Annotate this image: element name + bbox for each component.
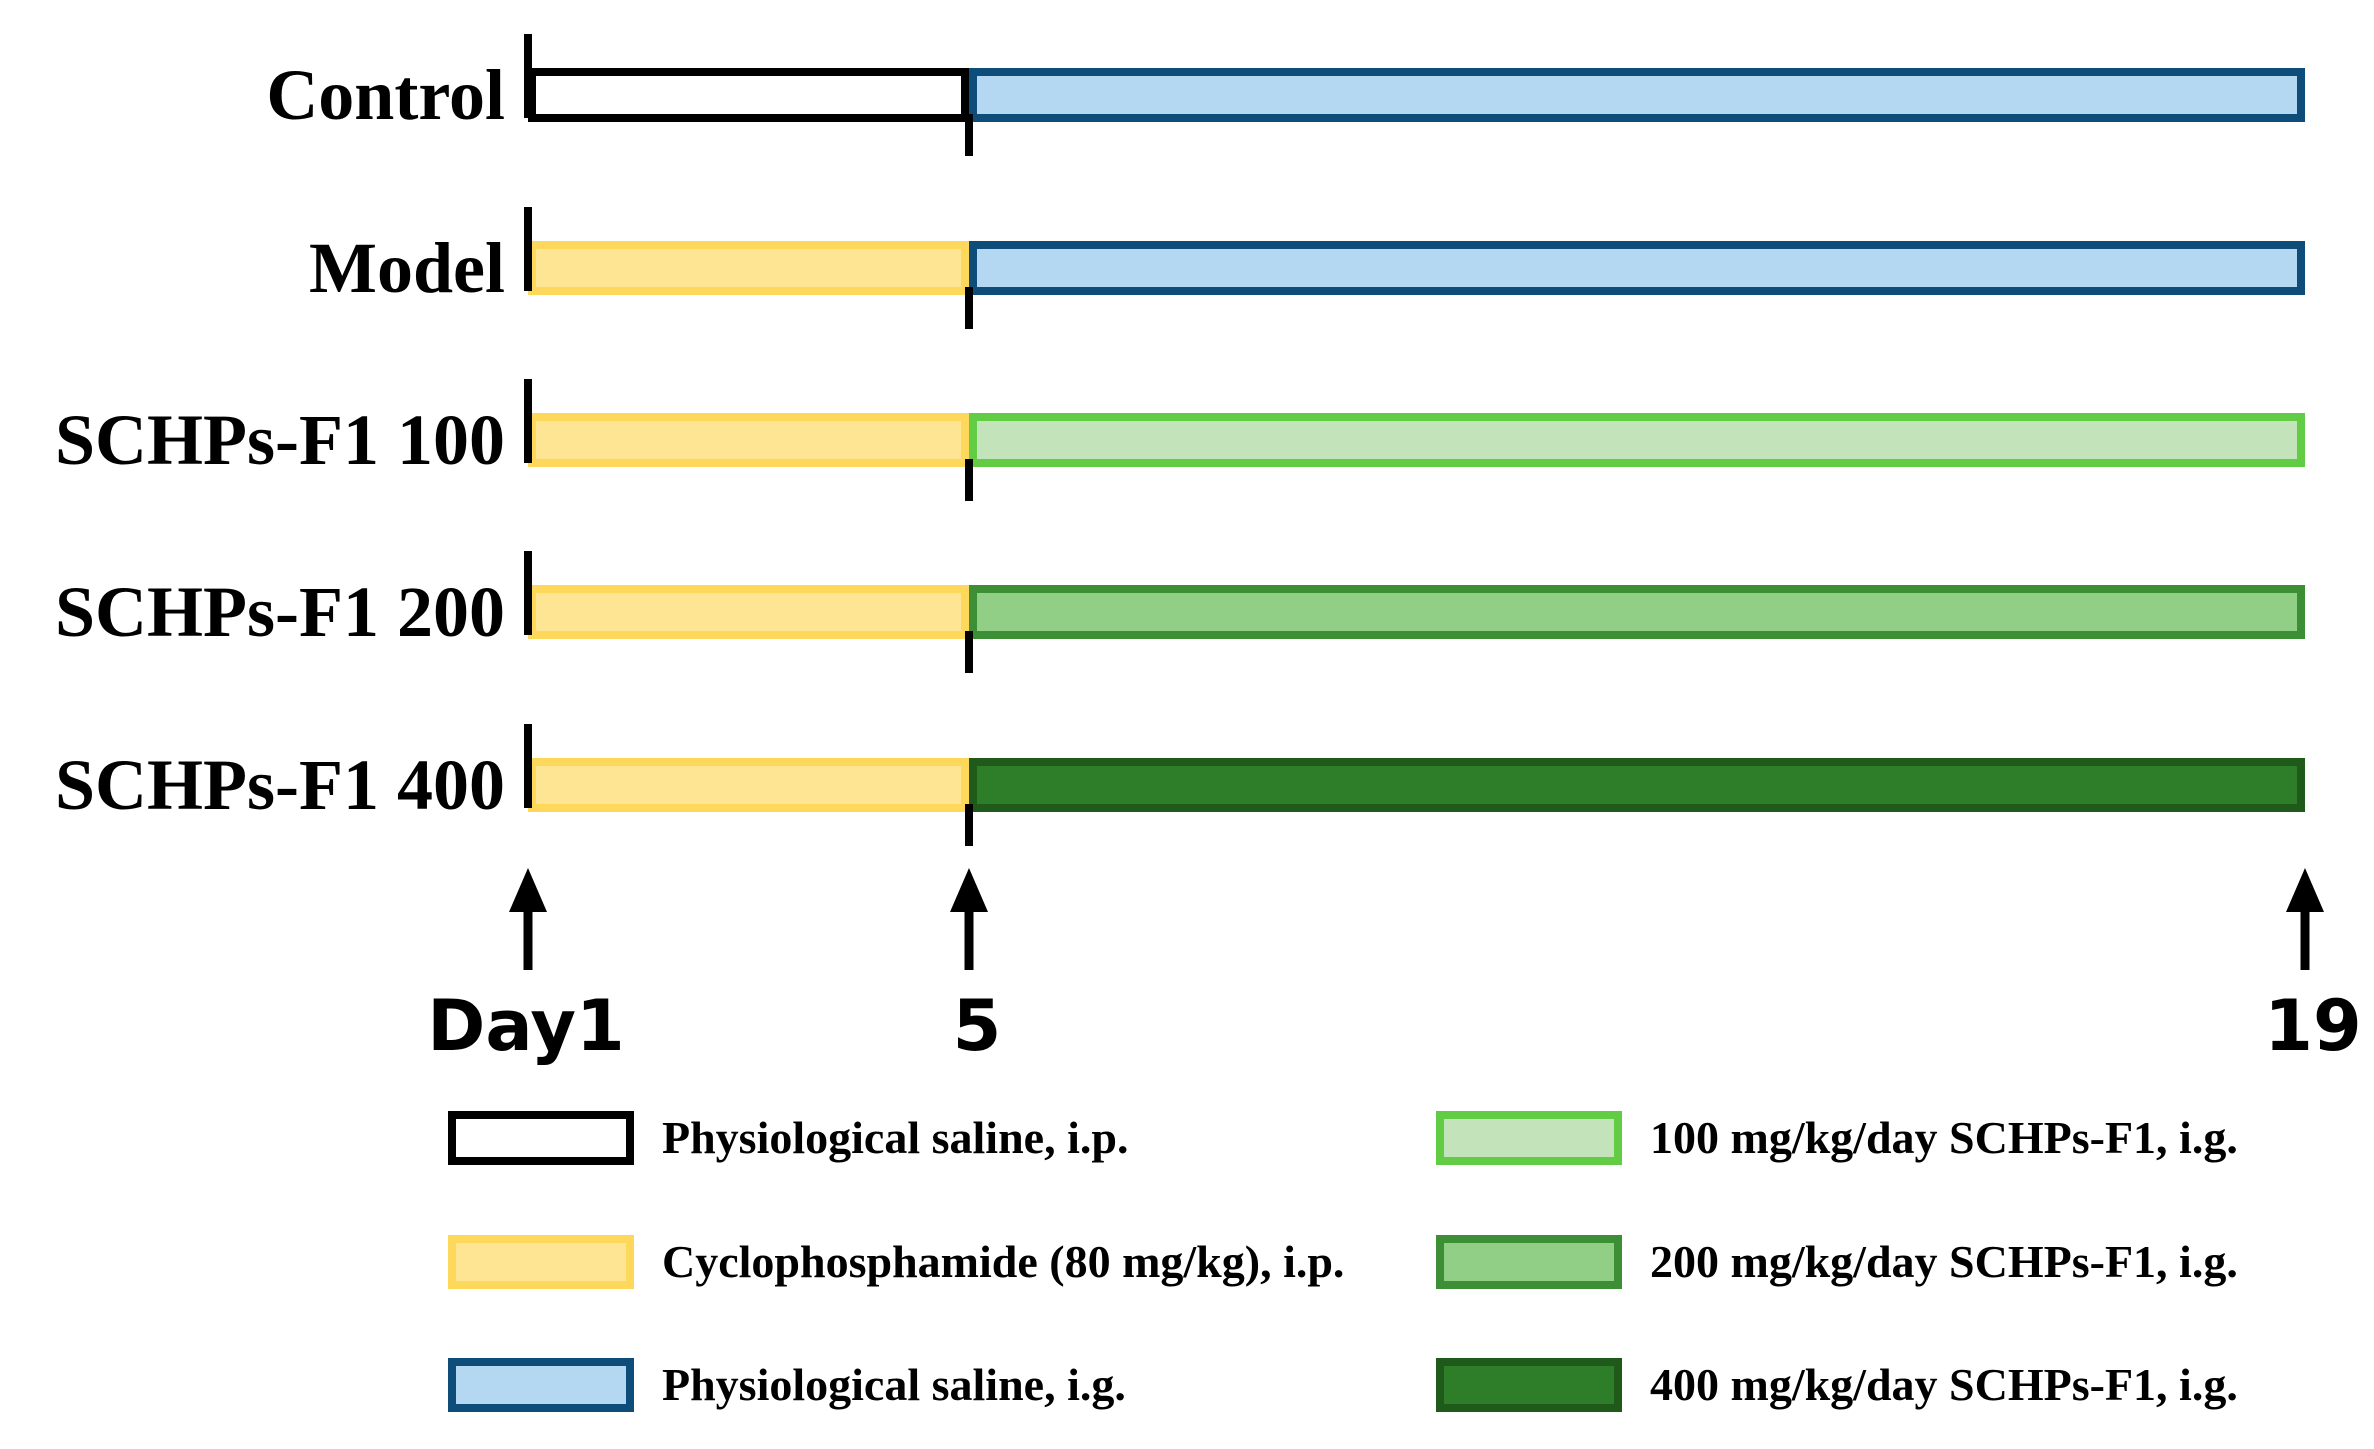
- legend-item-schps-200: 200 mg/kg/day SCHPs-F1, i.g.: [1436, 1235, 2238, 1289]
- group-row-schps-f1-200: SCHPs-F1 200: [55, 551, 2305, 673]
- legend-item-saline-ig: Physiological saline, i.g.: [448, 1358, 1126, 1412]
- phase1-bar: [528, 68, 969, 122]
- day-label: Day1: [427, 985, 625, 1067]
- phase1-bar: [528, 241, 969, 295]
- group-label: SCHPs-F1 100: [55, 400, 505, 480]
- phase2-bar: [969, 758, 2305, 812]
- phase2-bar: [969, 68, 2305, 122]
- day-marker-19: 19: [2264, 868, 2362, 1067]
- arrow-up-icon: [509, 868, 547, 912]
- legend-item-schps-100: 100 mg/kg/day SCHPs-F1, i.g.: [1436, 1111, 2238, 1165]
- phase2-bar: [969, 585, 2305, 639]
- group-label: SCHPs-F1 200: [55, 572, 505, 652]
- group-label: Control: [266, 55, 505, 135]
- phase1-bar: [528, 585, 969, 639]
- day-marker-1: Day1: [427, 868, 625, 1067]
- legend-label: 200 mg/kg/day SCHPs-F1, i.g.: [1650, 1236, 2238, 1287]
- day-markers: Day1 5 19: [427, 868, 2362, 1067]
- group-row-control: Control: [266, 34, 2305, 156]
- phase1-bar: [528, 758, 969, 812]
- group-label: SCHPs-F1 400: [55, 745, 505, 825]
- day-marker-5: 5: [950, 868, 1001, 1067]
- legend: Physiological saline, i.p. Cyclophosphami…: [448, 1111, 2238, 1412]
- legend-swatch: [448, 1111, 634, 1165]
- legend-label: Physiological saline, i.p.: [662, 1112, 1128, 1163]
- legend-swatch: [448, 1358, 634, 1412]
- phase1-bar: [528, 413, 969, 467]
- group-row-model: Model: [309, 207, 2305, 329]
- arrow-up-icon: [2286, 868, 2324, 912]
- legend-swatch: [1436, 1235, 1622, 1289]
- legend-item-schps-400: 400 mg/kg/day SCHPs-F1, i.g.: [1436, 1358, 2238, 1412]
- day-label: 19: [2264, 985, 2361, 1067]
- phase2-bar: [969, 241, 2305, 295]
- legend-label: 100 mg/kg/day SCHPs-F1, i.g.: [1650, 1112, 2238, 1163]
- legend-swatch: [1436, 1111, 1622, 1165]
- group-row-schps-f1-100: SCHPs-F1 100: [55, 379, 2305, 501]
- legend-swatch: [1436, 1358, 1622, 1412]
- group-label: Model: [309, 228, 505, 308]
- group-row-schps-f1-400: SCHPs-F1 400: [55, 724, 2305, 846]
- legend-swatch: [448, 1235, 634, 1289]
- day-label: 5: [953, 985, 1002, 1067]
- legend-label: 400 mg/kg/day SCHPs-F1, i.g.: [1650, 1359, 2238, 1410]
- legend-item-cyclophosphamide-ip: Cyclophosphamide (80 mg/kg), i.p.: [448, 1235, 1344, 1289]
- legend-item-saline-ip: Physiological saline, i.p.: [448, 1111, 1128, 1165]
- legend-label: Physiological saline, i.g.: [662, 1359, 1126, 1410]
- legend-label: Cyclophosphamide (80 mg/kg), i.p.: [662, 1236, 1344, 1287]
- phase2-bar: [969, 413, 2305, 467]
- arrow-up-icon: [950, 868, 988, 912]
